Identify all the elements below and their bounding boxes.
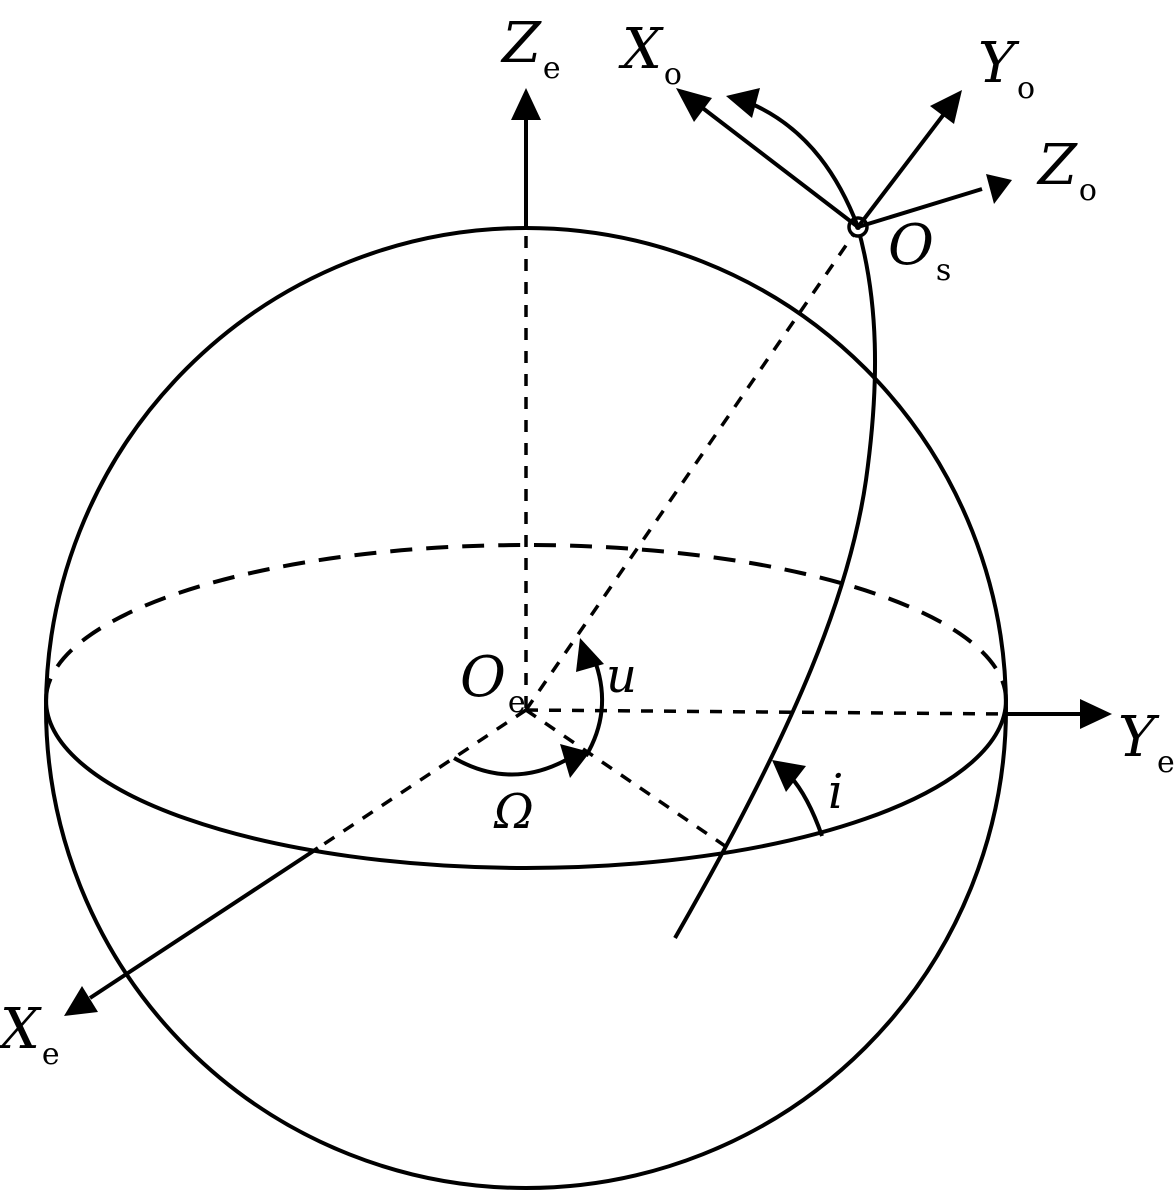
label-ye: Ye	[1118, 705, 1174, 780]
radius-to-satellite	[524, 227, 860, 711]
label-yo: Yo	[978, 31, 1035, 106]
label-oe: Oe	[460, 645, 526, 720]
label-ze: Ze	[500, 11, 561, 86]
ascending-node-line	[525, 708, 729, 850]
xe-arrowhead	[64, 986, 98, 1016]
u-arrowhead	[576, 638, 604, 672]
equator-front	[44, 699, 1008, 870]
i-arc	[788, 774, 824, 837]
xe-axis-outer	[88, 846, 320, 1000]
u-arc	[584, 663, 605, 758]
omega-arrowhead	[560, 744, 590, 778]
xe-axis-inner	[317, 708, 527, 850]
xo-axis	[698, 104, 860, 229]
label-u: u	[606, 648, 637, 704]
label-xe: Xe	[0, 997, 60, 1072]
label-xo: Xo	[618, 17, 682, 92]
ye-arrowhead	[1080, 699, 1112, 729]
label-os: Os	[888, 213, 951, 288]
xo-arrowhead	[676, 88, 712, 122]
label-i: i	[828, 764, 843, 820]
orbit-path	[673, 227, 878, 939]
label-zo: Zo	[1036, 133, 1097, 208]
xo-rotation-arc	[751, 102, 860, 228]
i-arrowhead	[772, 760, 806, 792]
omega-arc	[453, 756, 567, 777]
xo-rotation-arrowhead	[726, 88, 760, 118]
zo-axis	[857, 187, 983, 229]
yo-arrowhead	[930, 90, 962, 124]
label-omega: Ω	[493, 784, 534, 840]
zo-arrowhead	[986, 174, 1012, 204]
ye-axis-inner	[525, 708, 1007, 716]
yo-axis	[856, 112, 946, 229]
ze-arrowhead	[511, 88, 541, 120]
